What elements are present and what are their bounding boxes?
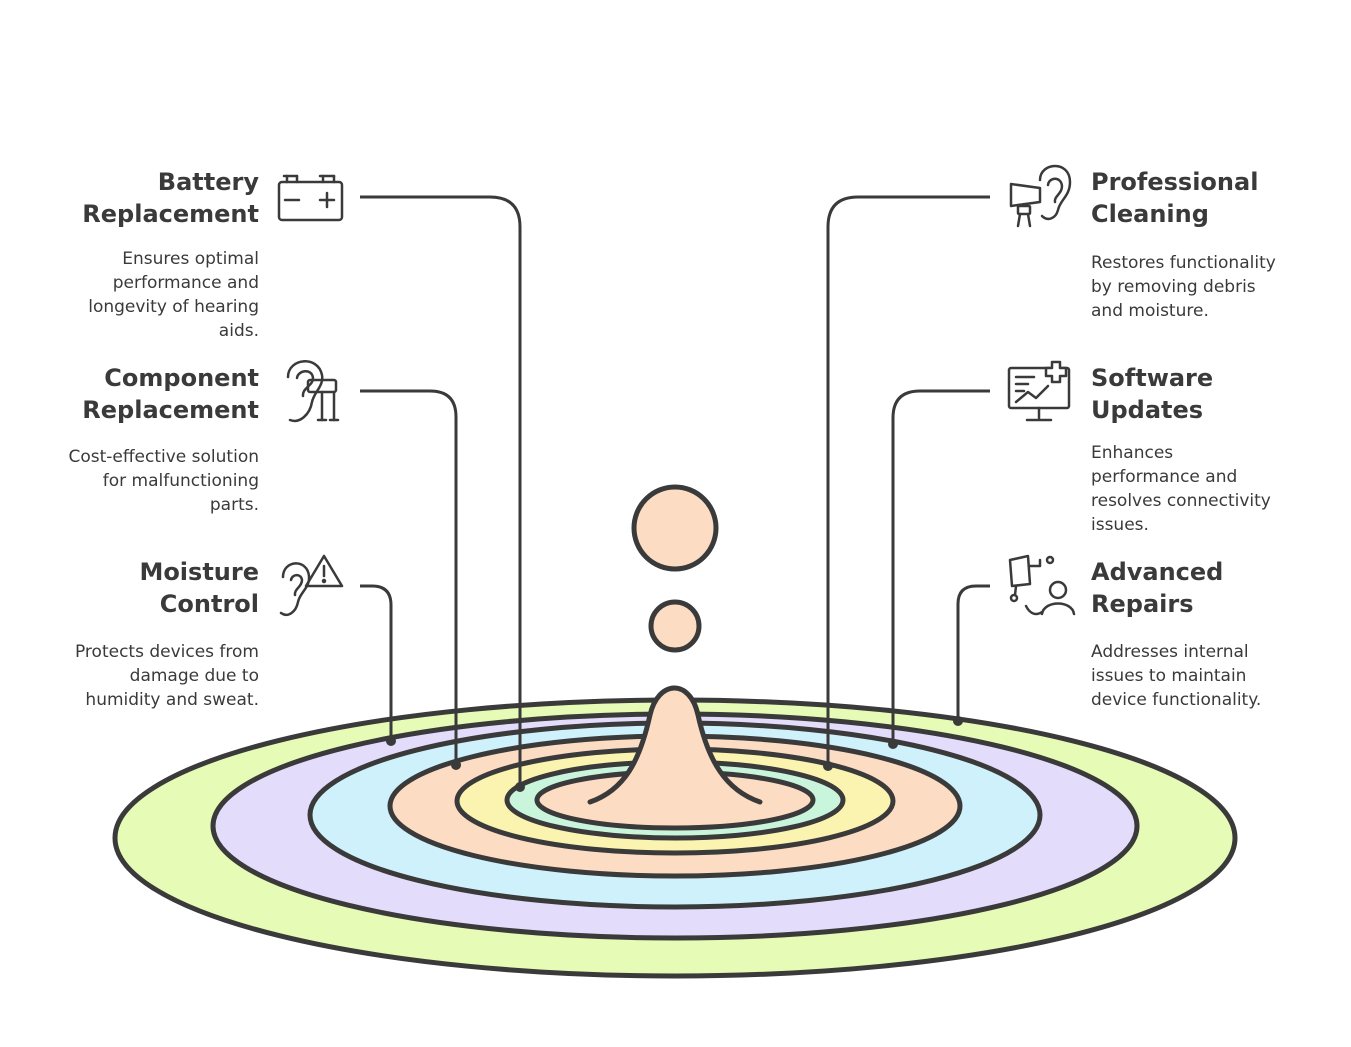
desc-battery-replacement: Ensures optimal performance and longevit…	[88, 249, 259, 341]
dot-repairs	[953, 716, 963, 726]
title-moisture-control: Moisture Control	[139, 558, 259, 618]
connector-dots	[386, 716, 963, 792]
desc-professional-cleaning: Restores functionality by removing debri…	[1091, 253, 1276, 321]
connector-component	[360, 389, 458, 765]
title-professional-cleaning: Professional Cleaning	[1091, 168, 1259, 228]
splash-peak	[590, 687, 760, 818]
ear-tools-icon	[286, 360, 340, 423]
connector-repairs	[956, 584, 990, 721]
device-repair-icon	[1008, 554, 1076, 616]
desc-component-replacement: Cost-effective solution for malfunctioni…	[68, 447, 259, 515]
dot-battery	[515, 782, 525, 792]
connectors	[360, 195, 990, 787]
dot-moisture	[386, 736, 396, 746]
droplet-small	[648, 599, 702, 653]
monitor-plus-icon	[1007, 360, 1071, 422]
title-component-replacement: Component Replacement	[82, 364, 259, 424]
desc-advanced-repairs: Addresses internal issues to maintain de…	[1091, 642, 1262, 710]
connector-software	[891, 389, 990, 744]
desc-software-updates: Enhances performance and resolves connec…	[1091, 443, 1271, 535]
battery-icon	[277, 174, 344, 222]
title-advanced-repairs: Advanced Repairs	[1091, 558, 1224, 618]
splash-outline	[587, 685, 763, 805]
connector-battery	[360, 195, 522, 787]
dot-component	[451, 760, 461, 770]
connector-moisture	[360, 584, 393, 741]
ear-otoscope-icon	[1009, 164, 1072, 228]
title-software-updates: Software Updates	[1091, 364, 1214, 424]
title-battery-replacement: Battery Replacement	[82, 168, 259, 228]
desc-moisture-control: Protects devices from damage due to humi…	[74, 642, 259, 710]
ear-warning-icon	[279, 554, 344, 617]
ripple-rings	[112, 697, 1238, 979]
dot-cleaning	[823, 761, 833, 771]
droplet-large	[631, 484, 719, 572]
dot-software	[888, 739, 898, 749]
connector-cleaning	[826, 195, 990, 766]
